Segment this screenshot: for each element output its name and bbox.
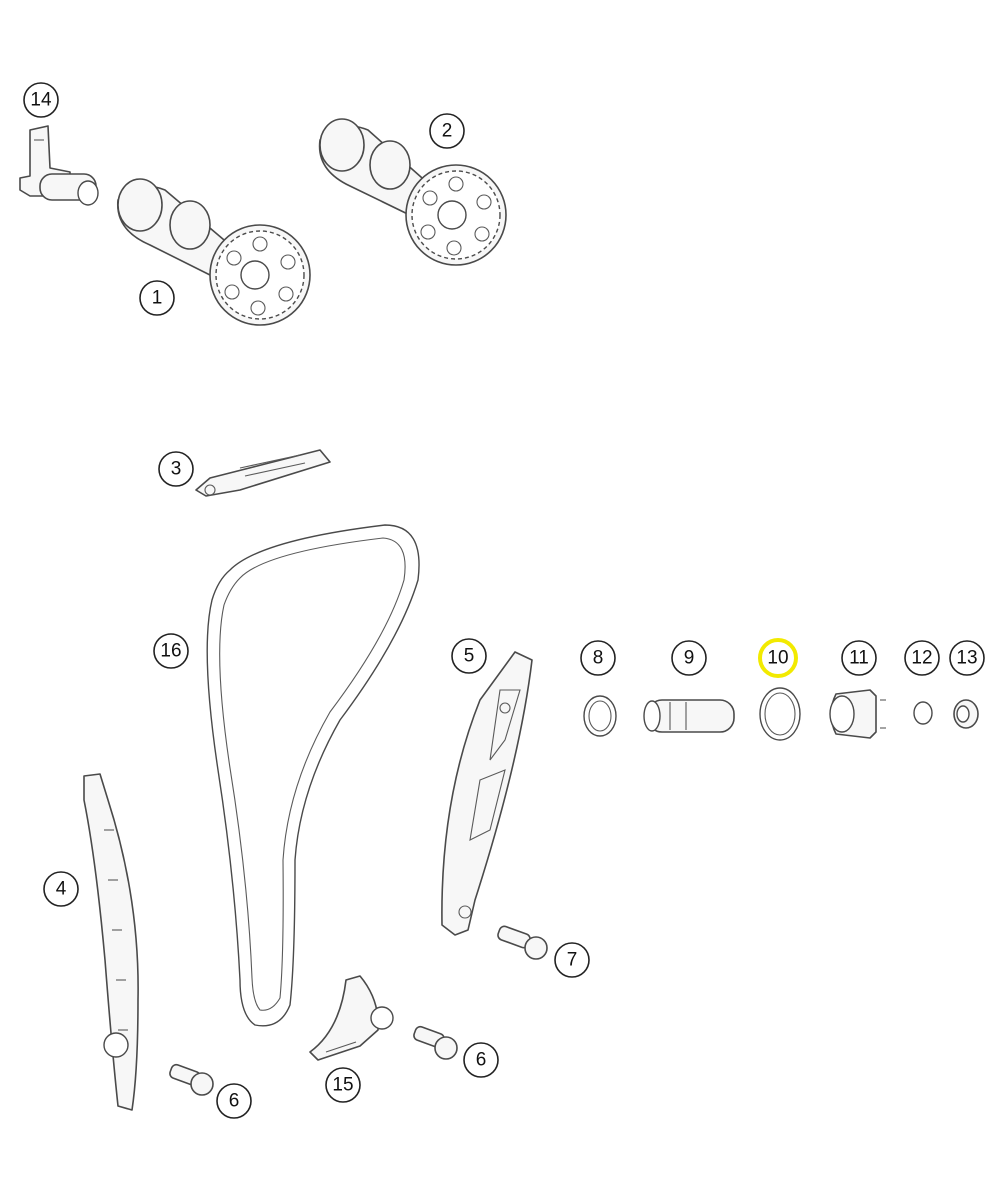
callout-3-label: 3 (171, 459, 182, 480)
part-4-guide-rail (83, 773, 139, 1111)
callout-8[interactable]: 8 (580, 640, 616, 676)
callout-10-label: 10 (767, 648, 788, 669)
callout-10[interactable]: 10 (758, 638, 798, 678)
callout-12[interactable]: 12 (904, 640, 940, 676)
callout-4-label: 4 (56, 879, 67, 900)
callout-11-label: 11 (849, 648, 869, 669)
callout-16-label: 16 (160, 641, 181, 662)
part-15-chain-guide (309, 975, 394, 1061)
callout-6-left-label: 6 (229, 1091, 240, 1112)
callout-4[interactable]: 4 (43, 871, 79, 907)
callout-9[interactable]: 9 (671, 640, 707, 676)
part-3-plate (195, 449, 331, 497)
callout-7-label: 7 (567, 950, 578, 971)
callout-8-label: 8 (593, 648, 604, 669)
callout-5-label: 5 (464, 646, 475, 667)
part-2-camshaft (318, 118, 507, 266)
part-1-camshaft (117, 178, 311, 326)
callout-16[interactable]: 16 (153, 633, 189, 669)
part-6-bolt-center (413, 1025, 458, 1060)
callout-6-center-label: 6 (476, 1050, 487, 1071)
callout-12-label: 12 (911, 648, 932, 669)
callout-11[interactable]: 11 (841, 640, 877, 676)
part-8-ring (583, 695, 617, 737)
callout-13-label: 13 (956, 648, 977, 669)
part-7-bolt (497, 925, 548, 960)
callout-9-label: 9 (684, 648, 695, 669)
part-10-seal-ring (759, 687, 801, 741)
callout-13[interactable]: 13 (949, 640, 985, 676)
callout-2-label: 2 (442, 121, 453, 142)
callout-5[interactable]: 5 (451, 638, 487, 674)
callout-3[interactable]: 3 (158, 451, 194, 487)
part-5-tensioner-rail (441, 651, 533, 936)
callout-6-center[interactable]: 6 (463, 1042, 499, 1078)
part-11-screw-plug (829, 689, 886, 739)
part-13-plug (953, 699, 979, 729)
callout-14[interactable]: 14 (23, 82, 59, 118)
part-14-bracket (19, 125, 99, 206)
part-6-bolt-left (169, 1063, 214, 1096)
callout-2[interactable]: 2 (429, 113, 465, 149)
part-16-timing-chain (206, 524, 420, 1027)
callout-1[interactable]: 1 (139, 280, 175, 316)
part-12-washer (913, 701, 933, 725)
callout-14-label: 14 (30, 90, 52, 111)
callout-15[interactable]: 15 (325, 1067, 361, 1103)
callout-7[interactable]: 7 (554, 942, 590, 978)
callout-15-label: 15 (332, 1075, 353, 1096)
callout-1-label: 1 (152, 288, 163, 309)
callout-6-left[interactable]: 6 (216, 1083, 252, 1119)
part-9-plunger (643, 699, 735, 733)
